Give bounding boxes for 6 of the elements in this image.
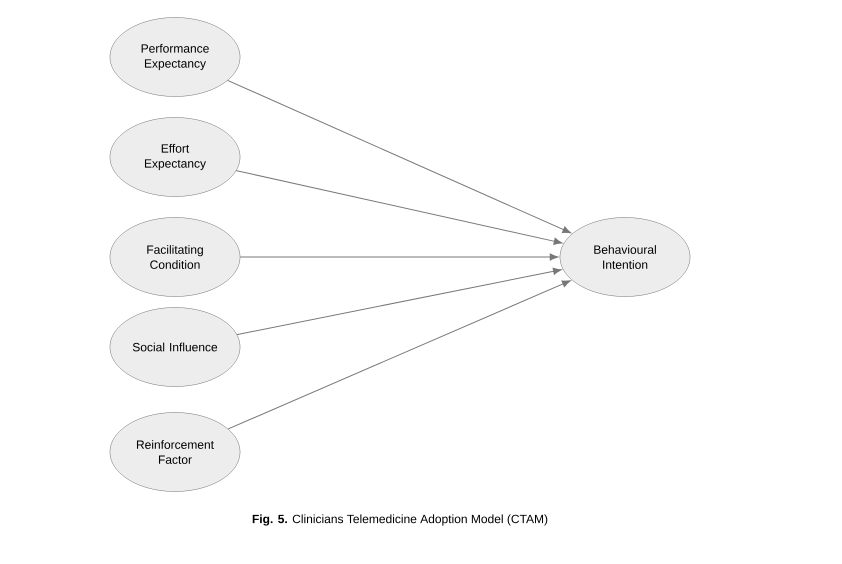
arrow [227,80,572,234]
arrow [236,170,562,245]
arrow [240,253,558,261]
arrow [228,280,571,430]
caption: Fig. 5. Clinicians Telemedicine Adoption Model (CTAM) [252,514,548,526]
arrow [236,268,562,336]
